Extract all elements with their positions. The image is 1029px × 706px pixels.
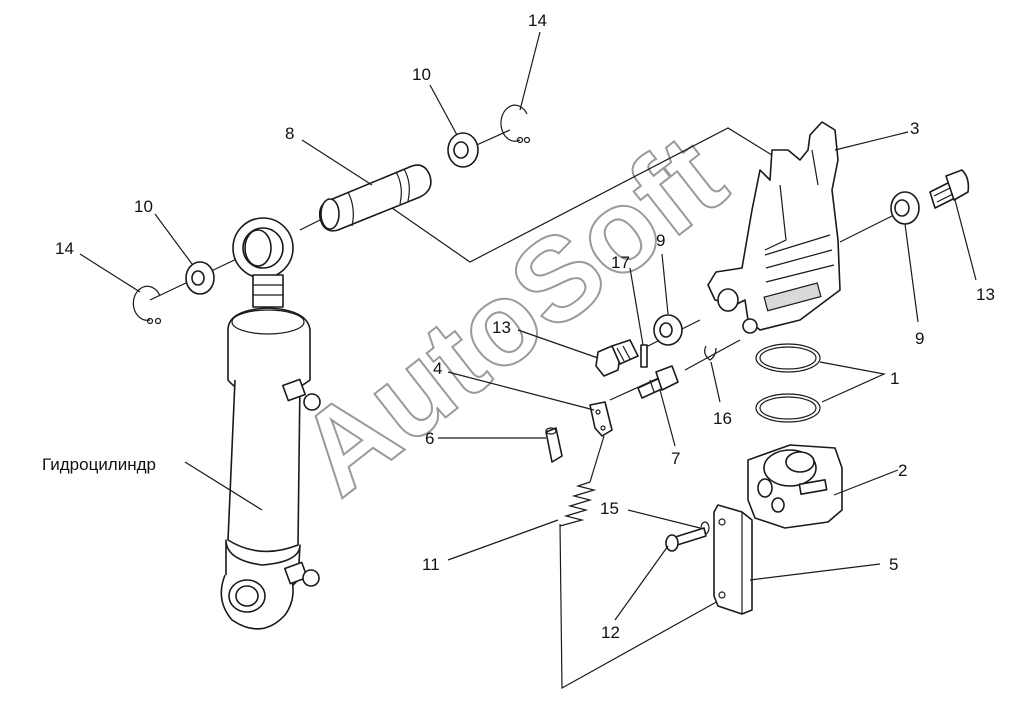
label-5: 5 — [889, 555, 898, 574]
lever-4 — [589, 401, 613, 437]
clip-16 — [704, 345, 717, 361]
pin-6 — [545, 427, 563, 463]
label-14-left: 14 — [55, 239, 74, 258]
label-11: 11 — [422, 555, 440, 574]
bushing-9-right — [890, 191, 920, 225]
part-labels: 14 10 8 10 14 3 13 9 9 17 13 4 6 16 7 1 … — [42, 11, 995, 642]
label-7: 7 — [671, 449, 680, 468]
bushing-9-center — [653, 314, 683, 346]
bolt-12 — [665, 527, 707, 552]
label-16: 16 — [713, 409, 732, 428]
label-3: 3 — [910, 119, 919, 138]
label-9-center: 9 — [656, 231, 665, 250]
label-hydraulic-cylinder: Гидроцилиндр — [42, 455, 156, 474]
snap-rings-1 — [755, 343, 821, 423]
label-9-right: 9 — [915, 329, 924, 348]
label-14-top: 14 — [528, 11, 547, 30]
spring-11 — [559, 435, 605, 527]
label-10-top: 10 — [412, 65, 431, 84]
label-10-left: 10 — [134, 197, 153, 216]
label-13-right: 13 — [976, 285, 995, 304]
plate-5 — [713, 504, 753, 615]
pin-8 — [318, 164, 432, 232]
label-6: 6 — [425, 429, 434, 448]
label-12: 12 — [601, 623, 620, 642]
label-8: 8 — [285, 124, 294, 143]
label-13-center: 13 — [492, 318, 511, 337]
hydraulic-cylinder — [220, 217, 321, 630]
axle-7 — [637, 365, 679, 399]
label-1: 1 — [890, 369, 899, 388]
label-leaders — [79, 31, 977, 621]
bushing-10-right — [447, 132, 479, 168]
bracket-3 — [707, 121, 841, 334]
bolt-13-center — [595, 339, 639, 377]
label-2: 2 — [898, 461, 907, 480]
label-15: 15 — [600, 499, 619, 518]
label-4: 4 — [433, 359, 442, 378]
bolt-13-right — [929, 169, 970, 209]
label-17: 17 — [611, 253, 630, 272]
spring-pin-17 — [640, 344, 648, 368]
circlip-14-left — [132, 285, 162, 325]
bushing-10-left — [185, 261, 215, 295]
circlip-14-right — [500, 104, 531, 144]
housing-2 — [747, 444, 843, 529]
